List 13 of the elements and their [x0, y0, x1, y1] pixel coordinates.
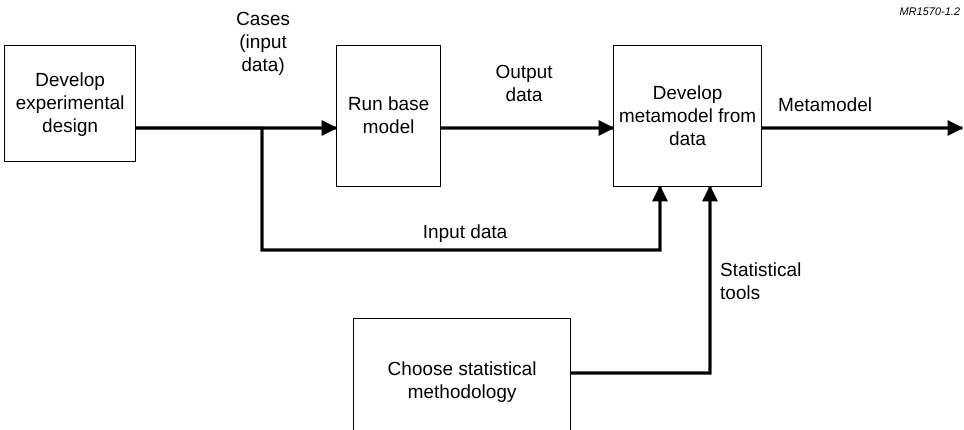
box-text: Develop metamodel from data [618, 82, 757, 150]
box-text: Run base model [346, 93, 430, 139]
box-text: Develop experimental design [14, 69, 126, 138]
arrow [441, 120, 615, 136]
arrow [571, 185, 718, 375]
process-box [4, 45, 136, 162]
process-box [336, 45, 441, 187]
figure-number: MR1570-1.2 [899, 6, 960, 18]
box-text: Choose statistical methodology [386, 358, 538, 404]
arrow [762, 120, 964, 136]
arrow [136, 126, 668, 252]
process-box [353, 318, 571, 430]
process-box [613, 45, 762, 187]
